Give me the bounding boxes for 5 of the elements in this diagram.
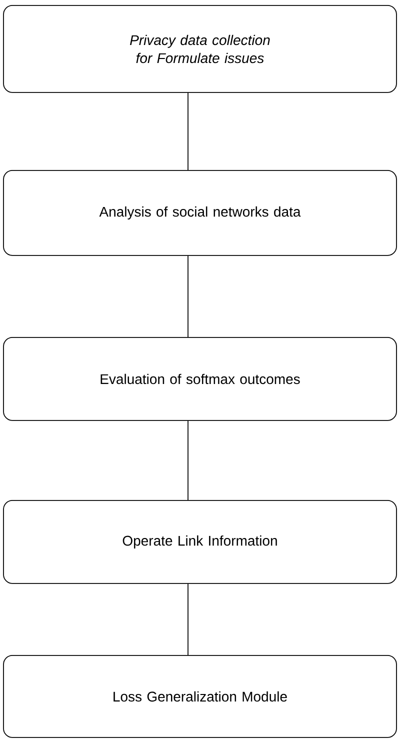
process-box: Privacy data collection for Formulate issues: [3, 5, 397, 93]
process-box: Evaluation of softmax outcomes: [3, 337, 397, 421]
process-box: Loss Generalization Module: [3, 655, 397, 738]
process-box: Operate Link Information: [3, 500, 397, 584]
process-box: Analysis of social networks data: [3, 170, 397, 256]
